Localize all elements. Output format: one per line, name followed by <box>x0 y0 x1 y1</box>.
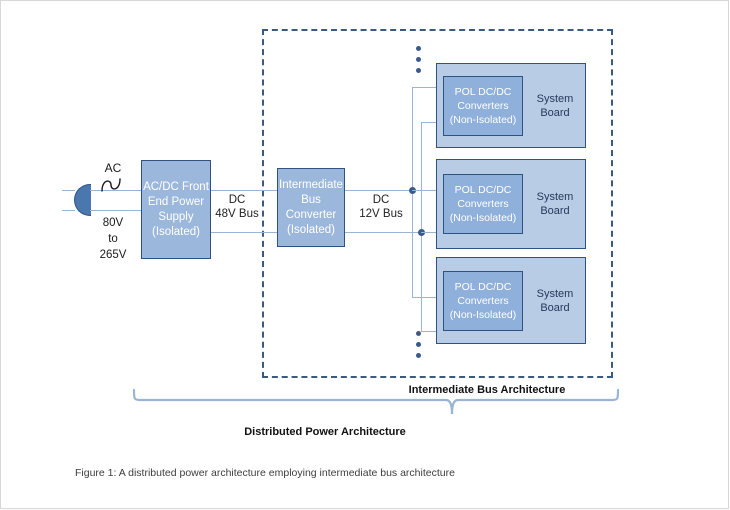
front-end-line-1: AC/DC Front <box>143 180 209 193</box>
intermediate-bus-converter-block: Intermediate Bus Converter (Isolated) <box>277 168 345 247</box>
ac-input-wire-top <box>62 190 75 191</box>
intermediate-line-3: Converter <box>285 208 337 221</box>
dc48-bus-label-line-1: DC <box>228 194 246 206</box>
front-end-line-2: End Power <box>147 195 205 208</box>
intermediate-line-4: (Isolated) <box>287 223 335 236</box>
distributed-power-architecture-brace <box>128 386 624 416</box>
pol-2-line-1: POL DC/DC <box>454 184 512 196</box>
distribution-rail-right <box>421 122 422 332</box>
system-board-2-label: System Board <box>528 190 582 218</box>
pol-2-line-3: (Non-Isolated) <box>449 212 517 224</box>
intermediate-line-2: Bus <box>301 193 321 206</box>
dc48-bus-wire-bottom <box>211 232 279 233</box>
board-1-feed-wire-top <box>412 87 445 88</box>
input-voltage-line-2: to <box>108 233 118 245</box>
pol-3-line-2: Converters <box>457 295 509 307</box>
board-3-feed-wire-top <box>412 297 445 298</box>
intermediate-bus-architecture-label: Intermediate Bus Architecture <box>408 384 566 396</box>
dc12-bus-label-line-1: DC <box>372 194 390 206</box>
front-end-line-3: Supply <box>158 210 194 223</box>
system-board-1-label: System Board <box>528 92 582 120</box>
board-1-line-1: System <box>536 93 574 105</box>
vertical-ellipsis-icon-bottom <box>416 331 421 358</box>
input-voltage-line-3: 265V <box>99 249 127 261</box>
board-2-line-2: Board <box>540 205 570 217</box>
pol-converters-block-2: POL DC/DC Converters (Non-Isolated) <box>443 174 523 234</box>
vertical-ellipsis-icon-top <box>416 46 421 73</box>
front-end-line-4: (Isolated) <box>152 225 200 238</box>
pol-converters-block-1: POL DC/DC Converters (Non-Isolated) <box>443 76 523 136</box>
input-voltage-line-1: 80V <box>102 217 124 229</box>
board-2-feed-wire-bottom <box>421 232 445 233</box>
intermediate-line-1: Intermediate <box>279 178 343 191</box>
pol-3-line-3: (Non-Isolated) <box>449 309 517 321</box>
dc48-bus-wire-top <box>211 190 279 191</box>
ac-line-top <box>90 190 142 191</box>
board-2-feed-wire-top <box>412 190 445 191</box>
ac-label: AC <box>104 161 122 175</box>
pol-1-line-3: (Non-Isolated) <box>449 114 517 126</box>
system-board-3-label: System Board <box>528 287 582 315</box>
pol-converters-block-3: POL DC/DC Converters (Non-Isolated) <box>443 271 523 331</box>
figure-caption: Figure 1: A distributed power architectu… <box>75 467 455 479</box>
dc12-bus-wire-top <box>345 190 443 191</box>
sine-wave-icon <box>98 175 128 193</box>
board-3-line-2: Board <box>540 302 570 314</box>
board-1-line-2: Board <box>540 107 570 119</box>
dc12-bus-label-line-2: 12V Bus <box>359 208 403 220</box>
board-1-feed-wire-bottom <box>421 122 445 123</box>
dc12-bus-wire-bottom <box>345 232 443 233</box>
ac-line-bottom <box>90 210 142 211</box>
pol-2-line-2: Converters <box>457 198 509 210</box>
board-2-line-1: System <box>536 191 574 203</box>
pol-1-line-2: Converters <box>457 100 509 112</box>
pol-3-line-1: POL DC/DC <box>454 281 512 293</box>
acdc-front-end-power-supply-block: AC/DC Front End Power Supply (Isolated) <box>141 160 211 259</box>
board-3-line-1: System <box>536 288 574 300</box>
pol-1-line-1: POL DC/DC <box>454 86 512 98</box>
ac-input-wire-bottom <box>62 210 75 211</box>
board-3-feed-wire-bottom <box>421 331 445 332</box>
intermediate-bus-architecture-region <box>262 29 613 378</box>
dc48-bus-label-line-2: 48V Bus <box>215 208 259 220</box>
distributed-power-architecture-label: Distributed Power Architecture <box>244 426 406 438</box>
